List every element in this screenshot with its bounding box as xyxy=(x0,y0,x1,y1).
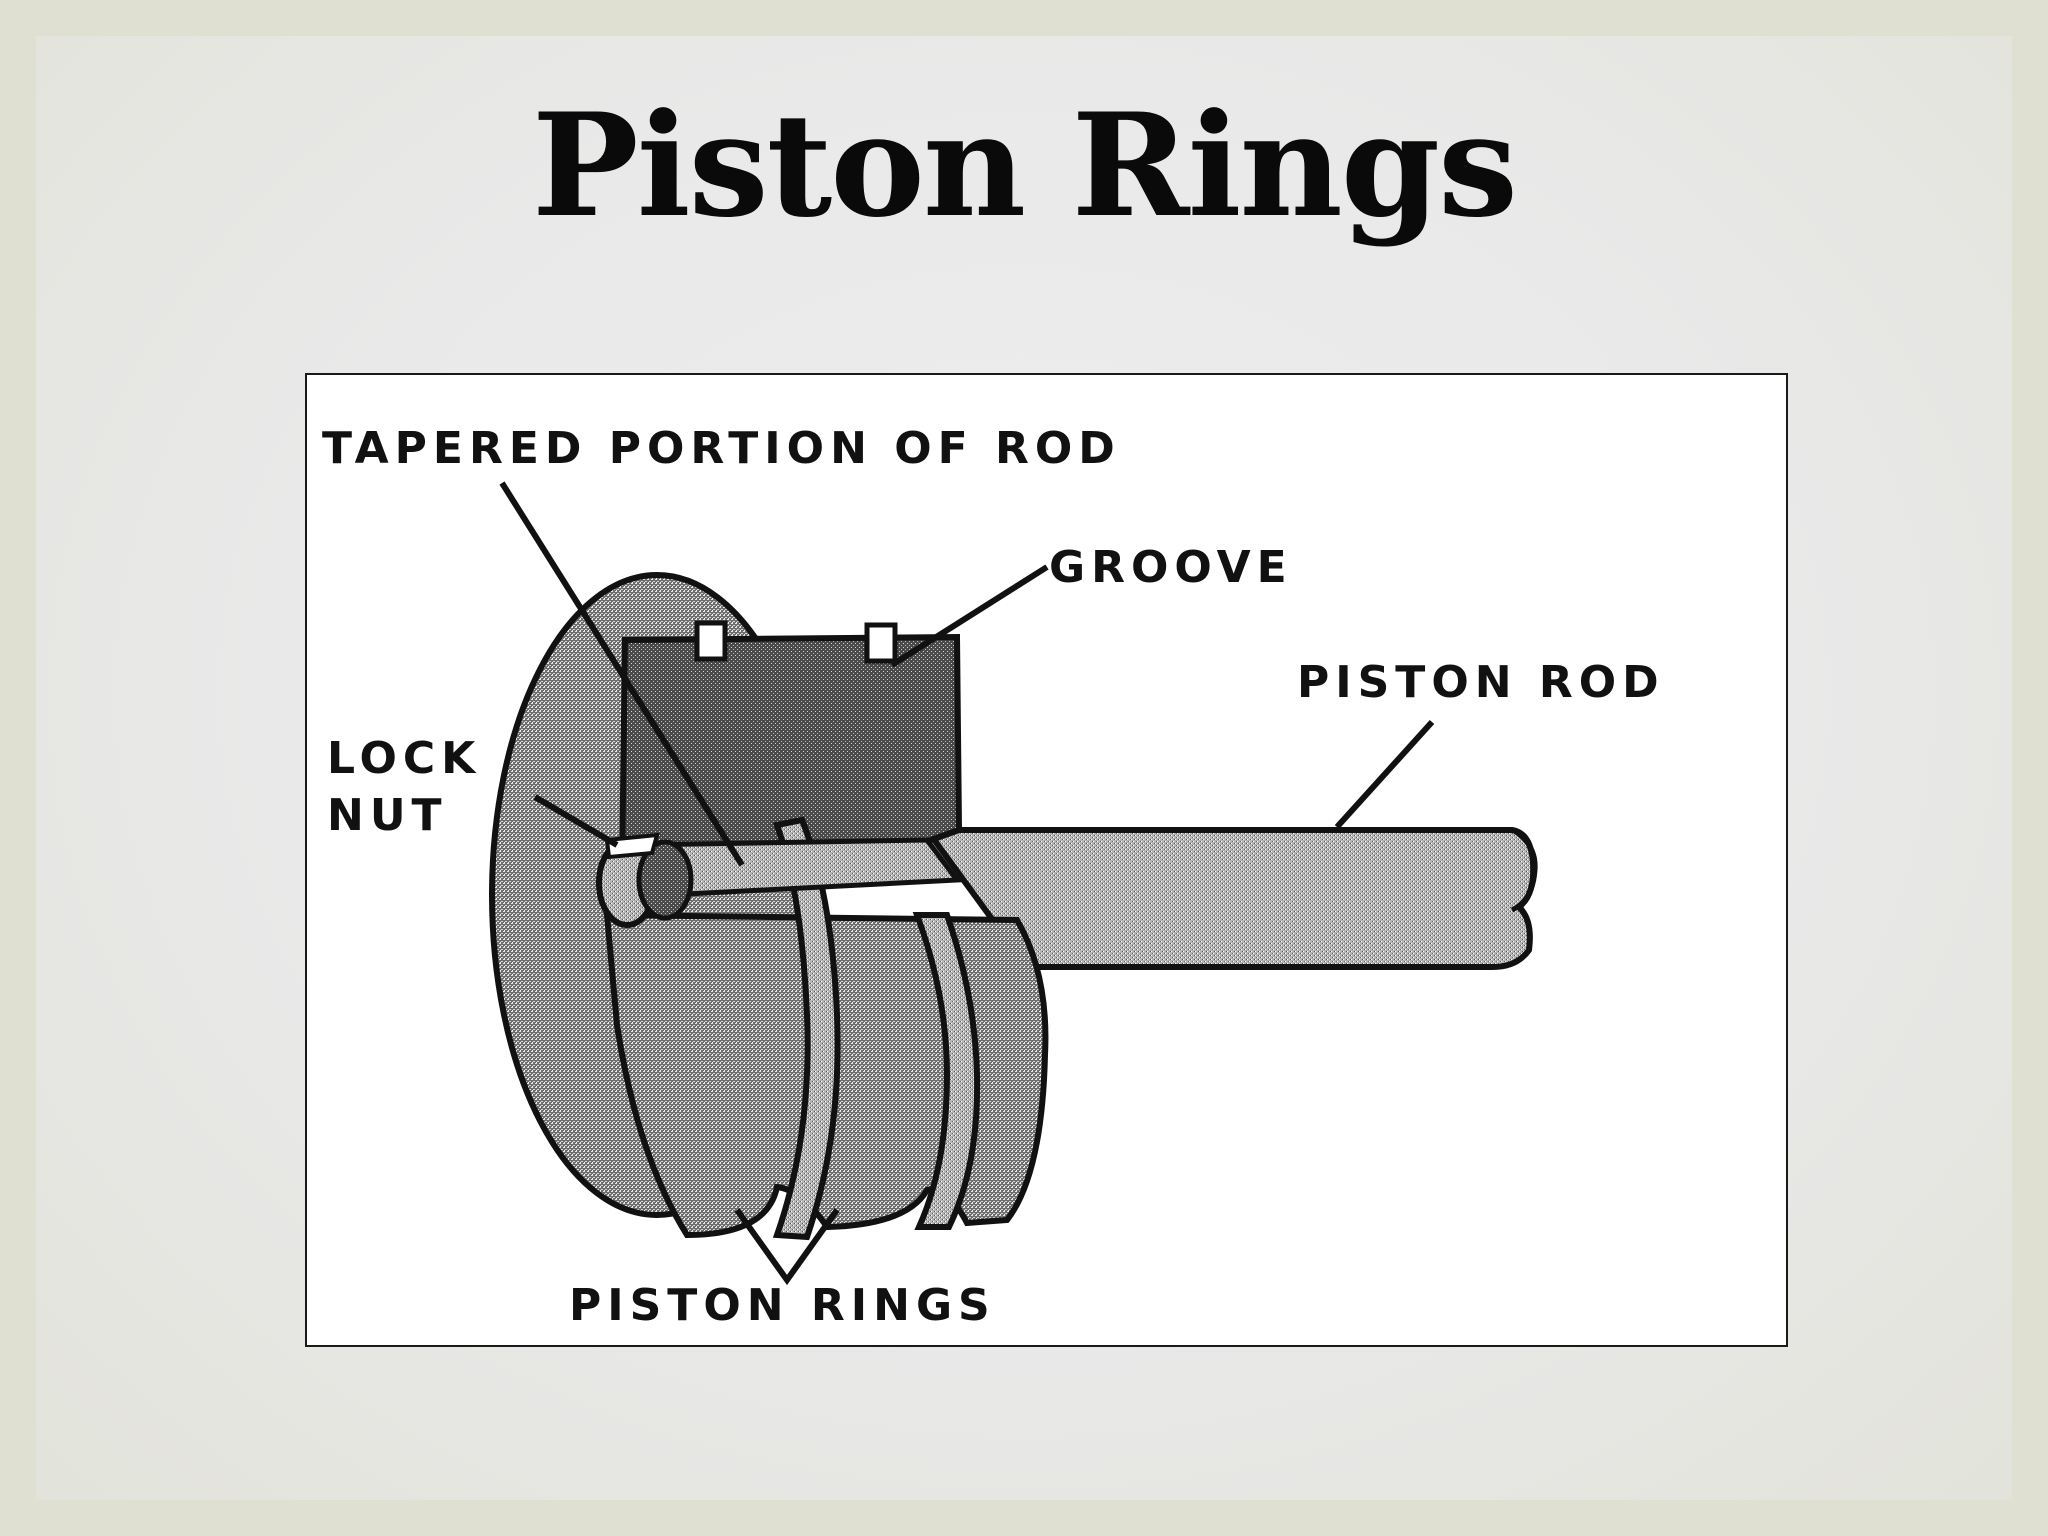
leader-lines xyxy=(499,481,1435,1286)
slide-title: Piston Rings xyxy=(531,83,1518,249)
label-tapered-portion-of-rod: TAPERED PORTION OF ROD xyxy=(322,423,1121,474)
label-nut: NUT xyxy=(327,790,448,841)
piston-outer-body xyxy=(603,816,1049,1241)
piston-cutaway-block xyxy=(618,620,963,879)
label-piston-rod: PISTON ROD xyxy=(1297,657,1665,708)
label-piston-rings: PISTON RINGS xyxy=(569,1280,996,1331)
label-lock: LOCK xyxy=(327,733,481,784)
piston-diagram: TAPERED PORTION OF ROD GROOVE PISTON ROD… xyxy=(322,423,1665,1331)
label-groove: GROOVE xyxy=(1049,542,1293,593)
piston-rod xyxy=(921,827,1538,970)
lock-nut xyxy=(596,832,694,928)
piston-diagram-frame: TAPERED PORTION OF ROD GROOVE PISTON ROD… xyxy=(305,373,1788,1347)
